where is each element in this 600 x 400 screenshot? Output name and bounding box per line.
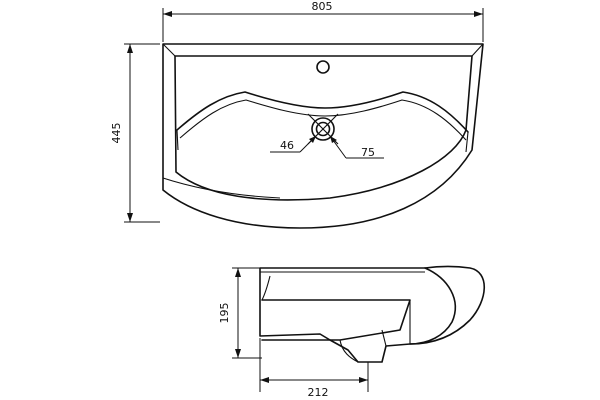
drain-offset-dimension bbox=[259, 338, 369, 392]
drain-inner-label: 46 bbox=[280, 139, 294, 152]
side-view bbox=[259, 265, 485, 363]
drain-outer-label: 75 bbox=[361, 146, 375, 159]
basin-ledge-wave bbox=[176, 91, 469, 133]
height-dimension bbox=[232, 267, 262, 359]
basin-outer-outline bbox=[162, 43, 484, 229]
drain-inner-circle bbox=[315, 121, 331, 137]
basin-inner-outline bbox=[174, 55, 473, 201]
height-label: 195 bbox=[218, 303, 231, 324]
width-label: 805 bbox=[312, 0, 333, 13]
depth-label: 445 bbox=[110, 123, 123, 144]
top-view bbox=[162, 43, 484, 229]
drain-leaders bbox=[270, 135, 384, 159]
side-profile-inner bbox=[261, 299, 411, 341]
drain-offset-label: 212 bbox=[308, 386, 329, 399]
side-profile-outer bbox=[259, 265, 485, 363]
width-dimension bbox=[162, 8, 484, 42]
drain-outer-circle bbox=[311, 117, 335, 141]
depth-dimension bbox=[124, 43, 160, 223]
faucet-hole bbox=[316, 60, 330, 74]
